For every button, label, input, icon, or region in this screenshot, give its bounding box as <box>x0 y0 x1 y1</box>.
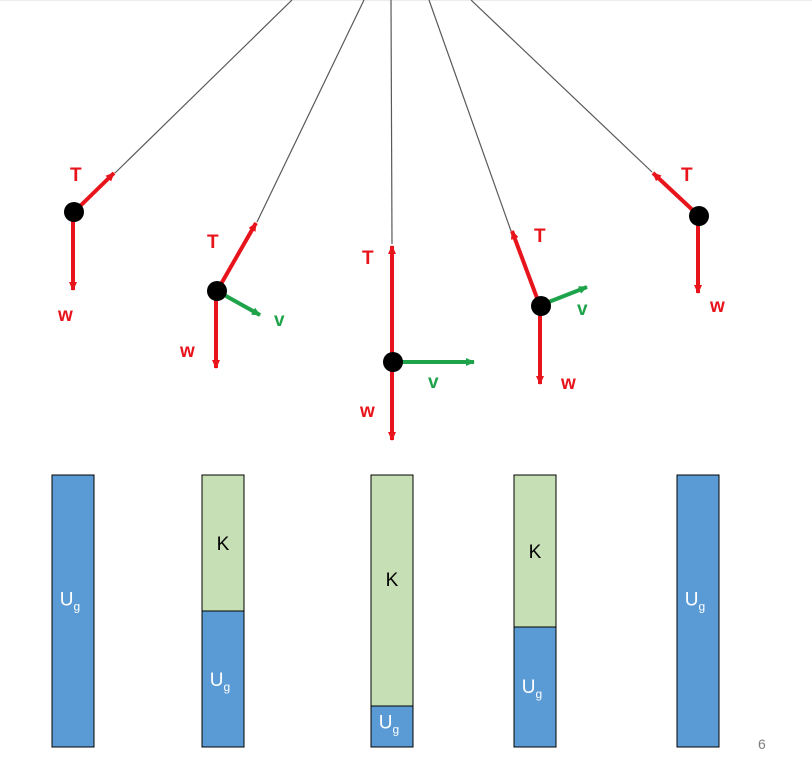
string-right-mid <box>428 0 512 232</box>
tension-label: T <box>207 232 219 253</box>
kinetic-label: K <box>217 534 230 555</box>
potential-segment <box>676 474 720 748</box>
potential-segment <box>370 705 414 748</box>
tension-label: T <box>70 165 82 186</box>
potential-label: Ug <box>379 713 399 737</box>
pendulum-position-right-mid: T w v <box>510 226 588 394</box>
string-right-extreme <box>470 0 653 173</box>
pendulum-position-left-extreme: T w <box>57 165 116 326</box>
bob <box>531 296 551 316</box>
potential-segment <box>201 610 245 748</box>
weight-label: w <box>560 373 576 394</box>
tension-label: T <box>534 226 546 247</box>
kinetic-label: K <box>529 542 542 563</box>
potential-segment <box>513 626 557 748</box>
weight-label: w <box>179 341 195 362</box>
energy-bar-right-extreme: K Ug <box>676 474 720 748</box>
energy-bar-left-extreme: K Ug <box>51 474 95 748</box>
string-bottom <box>390 0 393 245</box>
tension-label: T <box>362 248 374 269</box>
energy-bar-left-mid: K Ug <box>201 474 245 748</box>
kinetic-segment <box>370 474 414 707</box>
string-left-mid <box>256 0 365 223</box>
tension-arrow <box>215 222 258 292</box>
tension-arrow <box>651 171 701 218</box>
tension-arrow <box>510 230 542 307</box>
weight-label: w <box>709 296 725 317</box>
potential-label: Ug <box>685 590 705 614</box>
pendulum-position-right-extreme: T w <box>651 165 725 317</box>
weight-label: w <box>359 401 375 422</box>
velocity-label: v <box>577 299 588 320</box>
potential-label: Ug <box>60 590 80 614</box>
pendulum-strings <box>114 0 653 245</box>
weight-label: w <box>57 305 73 326</box>
string-left-extreme <box>114 0 293 174</box>
energy-bar-right-mid: K Ug <box>513 474 557 748</box>
slide-number: 6 <box>758 736 766 752</box>
potential-label: Ug <box>522 677 542 701</box>
bob <box>689 206 709 226</box>
potential-label: Ug <box>210 670 230 694</box>
pendulum-position-bottom: T w v <box>359 245 475 441</box>
tension-label: T <box>681 165 693 186</box>
kinetic-label: K <box>386 570 399 591</box>
pendulum-position-left-mid: T w v <box>179 222 285 369</box>
kinetic-segment <box>201 474 245 612</box>
energy-bars: K Ug K Ug K Ug K Ug K Ug <box>51 474 720 748</box>
bob <box>383 352 403 372</box>
bob <box>207 281 227 301</box>
kinetic-segment <box>513 474 557 628</box>
energy-bar-bottom: K Ug <box>370 474 414 748</box>
velocity-label: v <box>274 310 285 331</box>
potential-segment <box>51 474 95 748</box>
bob <box>64 202 84 222</box>
velocity-label: v <box>428 372 439 393</box>
